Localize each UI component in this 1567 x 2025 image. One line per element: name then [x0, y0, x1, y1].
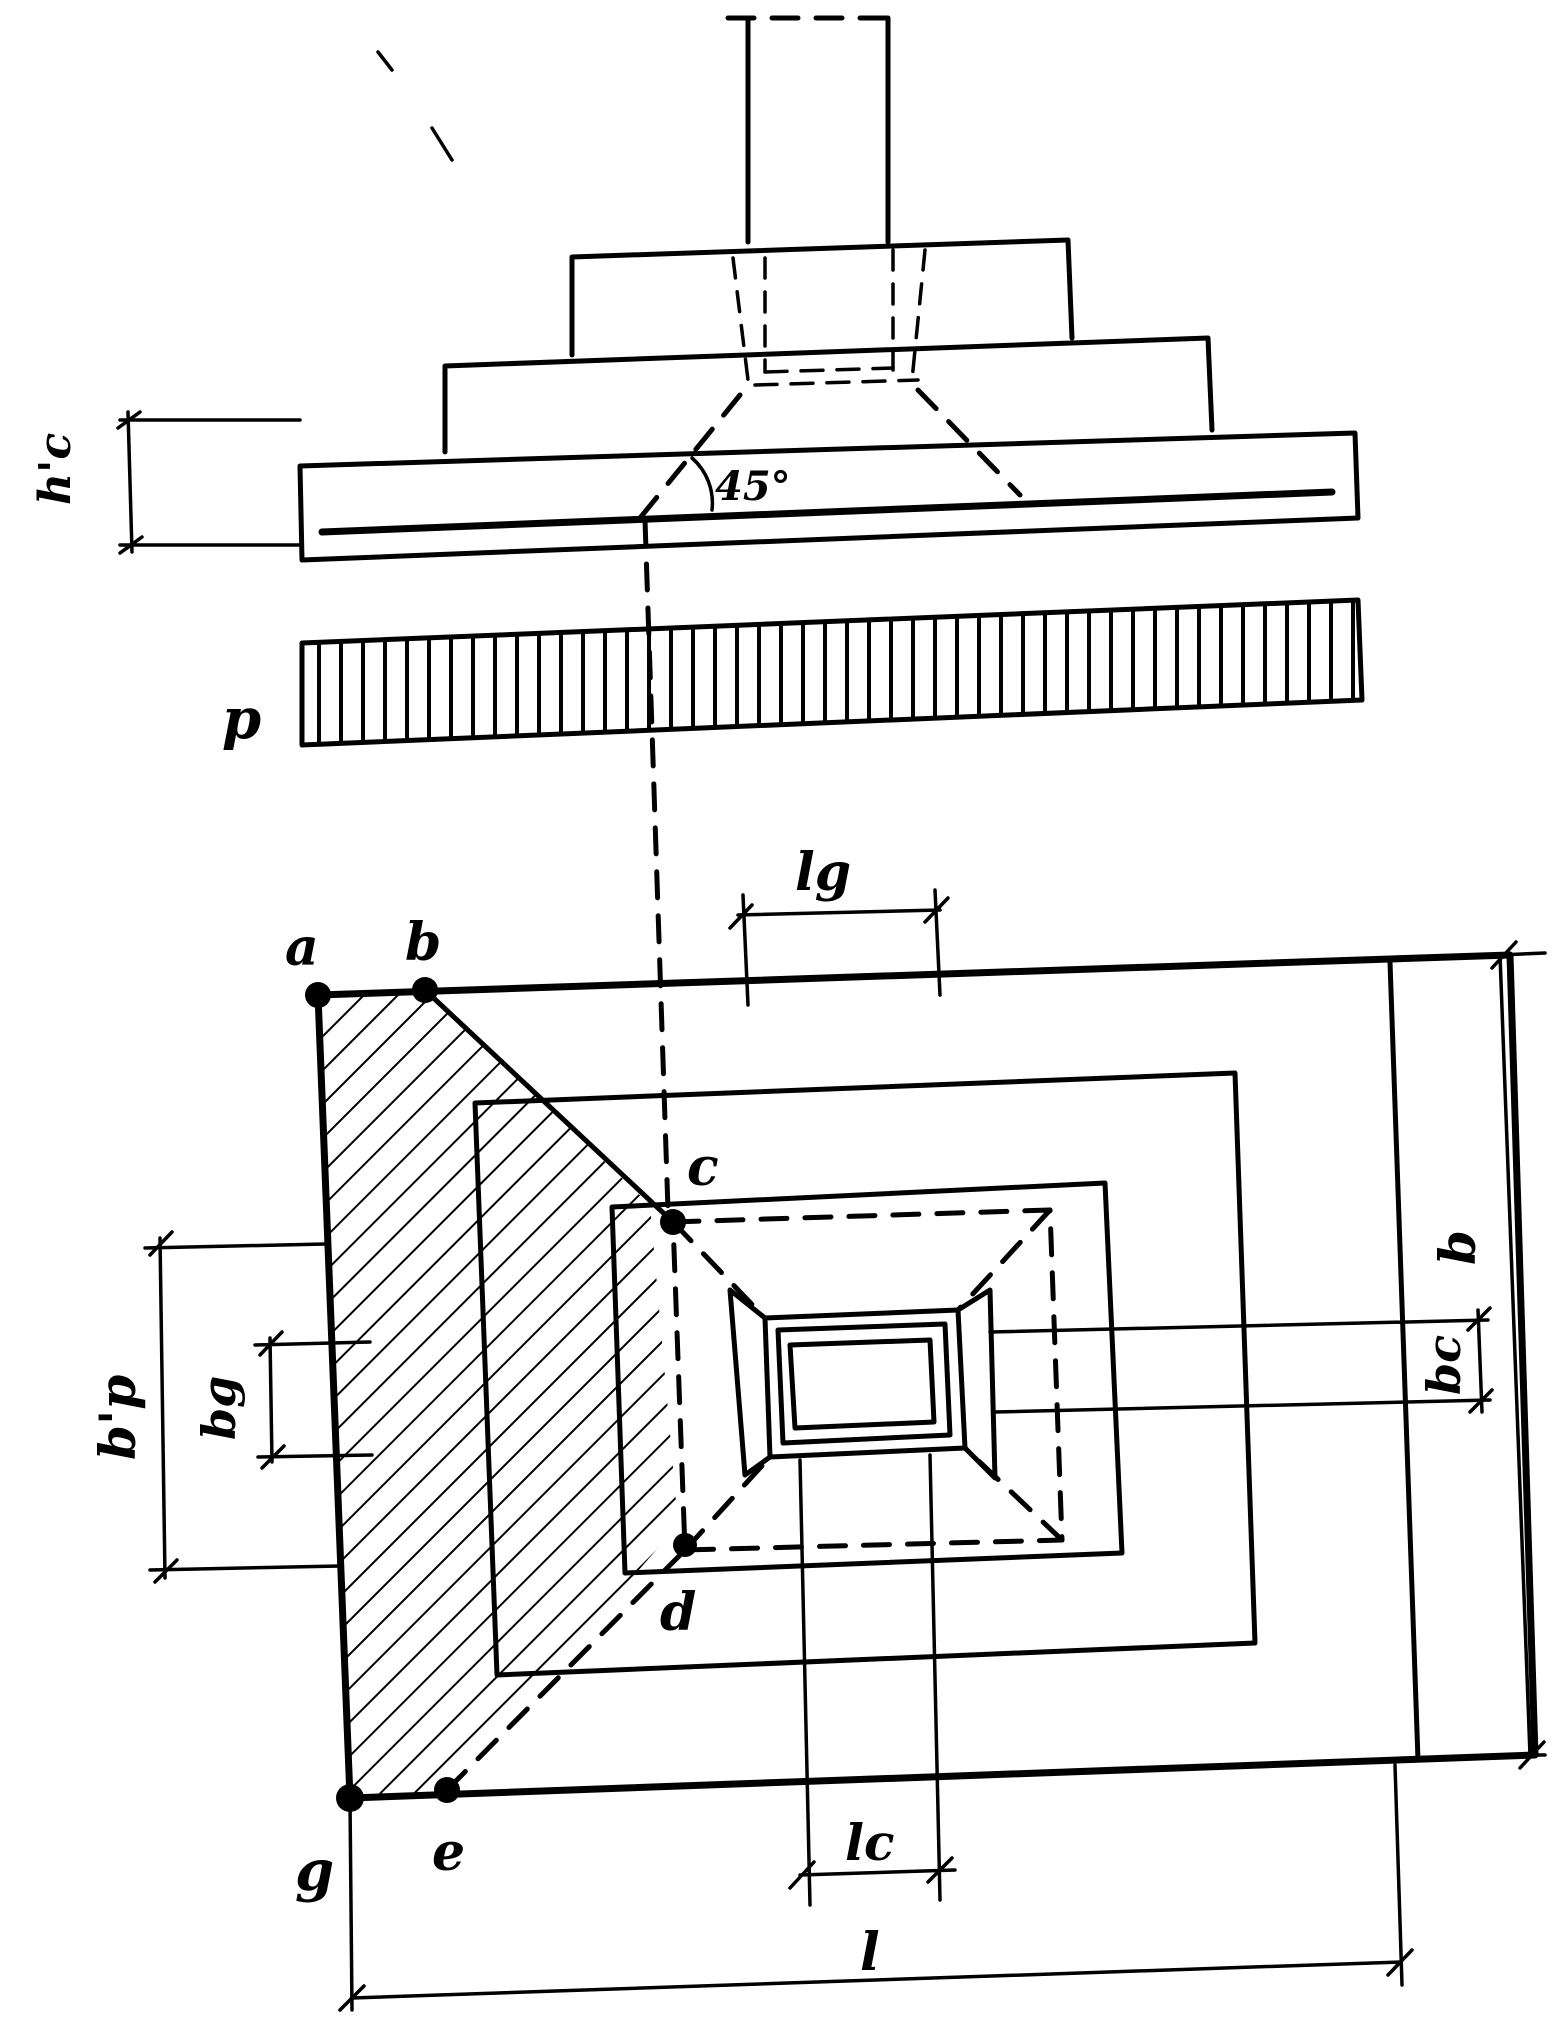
column-plan — [727, 1287, 998, 1481]
socket-hidden-lines — [731, 248, 927, 387]
l-dimension — [338, 1763, 1414, 2012]
lg-label: lg — [795, 842, 851, 903]
upper-step-plan — [609, 1180, 1125, 1576]
label-e: e — [432, 1822, 465, 1883]
reinforcement-bar — [318, 488, 1336, 536]
base-slab — [297, 430, 1361, 563]
point-a — [305, 982, 331, 1008]
slab-height-dimension — [116, 410, 302, 555]
point-d — [673, 1533, 697, 1557]
hatched-region — [318, 990, 678, 1798]
plan-view: a b c d g e lg b — [88, 842, 1547, 2012]
trapezoid-boundary — [315, 987, 688, 1801]
b-dimension — [1490, 940, 1547, 1770]
bc-label: bc — [1417, 1335, 1471, 1395]
angle-label: 45° — [715, 463, 791, 510]
load-label: p — [222, 686, 261, 752]
lg-dimension — [728, 888, 950, 1007]
l-label: l — [860, 1922, 880, 1983]
punching-perimeter — [670, 1207, 1065, 1553]
label-c: c — [687, 1137, 719, 1198]
bc-dimension — [988, 959, 1494, 1763]
bp-label: b'p — [88, 1375, 147, 1460]
soil-pressure-diagram — [299, 597, 1365, 748]
point-c — [660, 1209, 686, 1235]
bg-dimension — [253, 1330, 374, 1470]
bg-label: bg — [192, 1376, 246, 1440]
middle-step — [442, 335, 1215, 455]
middle-step-plan — [472, 1070, 1258, 1678]
b-label: b — [1428, 1230, 1487, 1265]
lc-label: lc — [845, 1813, 894, 1872]
label-g: g — [295, 1838, 334, 1904]
lc-dimension — [788, 1453, 957, 1907]
label-a: a — [285, 917, 319, 978]
label-b: b — [405, 912, 441, 973]
upper-step — [569, 237, 1075, 358]
point-b — [412, 977, 438, 1003]
label-d: d — [660, 1582, 696, 1643]
bp-dimension — [143, 1230, 342, 1584]
elevation-view: 45° h'c p — [30, 15, 1365, 752]
column-elevation — [725, 15, 903, 245]
point-e — [434, 1777, 460, 1803]
stray-mark — [376, 50, 394, 72]
angle-arc — [690, 456, 715, 512]
point-g — [336, 1784, 364, 1812]
stray-mark — [430, 126, 454, 162]
projection-line — [642, 517, 671, 1213]
slab-height-label: h'c — [30, 433, 81, 505]
punching-cone-lines — [637, 387, 1023, 521]
